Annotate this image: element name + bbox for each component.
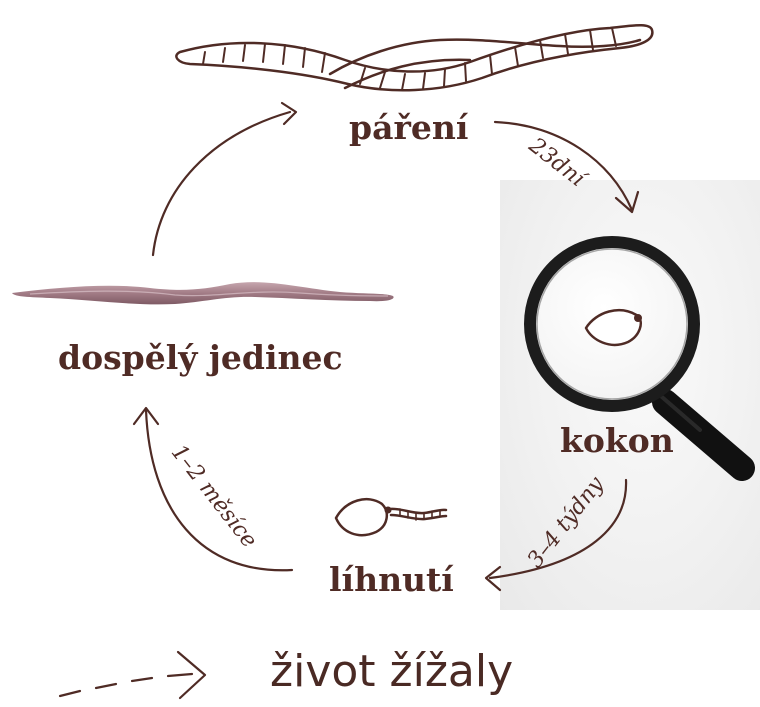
arrow-adult-to-mating [153,112,290,255]
dashed-arrow-icon [60,652,205,698]
adult-earthworm-icon [12,282,394,304]
legend-label: život žížaly [270,650,513,694]
hatching-cocoon-icon [336,499,446,535]
stage-adult-label: dospělý jedinec [58,338,343,377]
mating-worms-icon [176,25,652,90]
stage-mating-label: páření [349,108,468,147]
stage-hatching-label: líhnutí [329,560,454,599]
stage-cocoon-label: kokon [560,421,674,460]
